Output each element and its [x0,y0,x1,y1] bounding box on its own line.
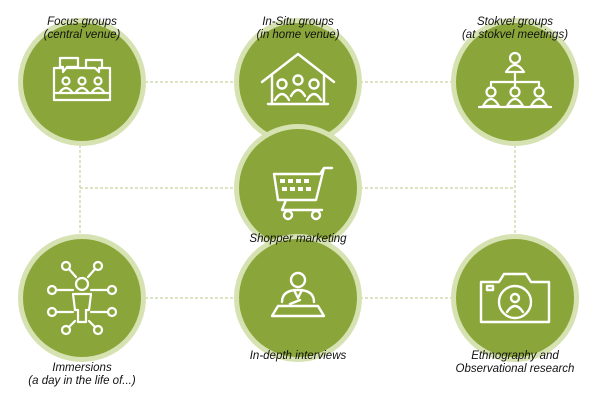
label-immersions: Immersions (a day in the life of...) [2,362,162,388]
label-ethnography: Ethnography and Observational research [430,350,600,376]
label-line: (central venue) [43,29,121,41]
label-line: In-Situ groups [262,16,334,28]
label-line: (a day in the life of...) [28,375,136,387]
node-immersions [18,234,146,362]
shopping-cart-icon [272,166,334,221]
camera-icon [479,272,551,324]
label-in-situ-groups: In-Situ groups (in home venue) [228,16,368,42]
node-in-depth-interviews [234,234,362,362]
label-shopper-marketing: Shopper marketing [218,233,378,246]
label-line: Shopper marketing [249,233,347,245]
home-group-icon [260,52,336,106]
node-shopper-marketing [234,124,362,252]
label-line: Immersions [52,362,112,374]
label-line: (in home venue) [256,29,340,41]
interviewer-desk-icon [270,271,326,318]
node-in-situ-groups [234,18,362,146]
label-focus-groups: Focus groups (central venue) [22,16,142,42]
person-network-icon [46,260,118,336]
label-stokvel-groups: Stokvel groups (at stokvel meetings) [440,16,590,42]
label-line: Observational research [455,363,575,375]
node-ethnography [451,234,579,362]
label-in-depth-interviews: In-depth interviews [218,350,378,363]
label-line: Focus groups [47,16,117,28]
meeting-table-icon [52,56,112,102]
label-line: Ethnography and [471,350,559,362]
label-line: In-depth interviews [249,350,347,362]
node-focus-groups [18,18,146,146]
hierarchy-people-icon [477,51,553,109]
label-line: (at stokvel meetings) [461,29,569,41]
label-line: Stokvel groups [476,16,554,28]
node-stokvel-groups [451,18,579,146]
